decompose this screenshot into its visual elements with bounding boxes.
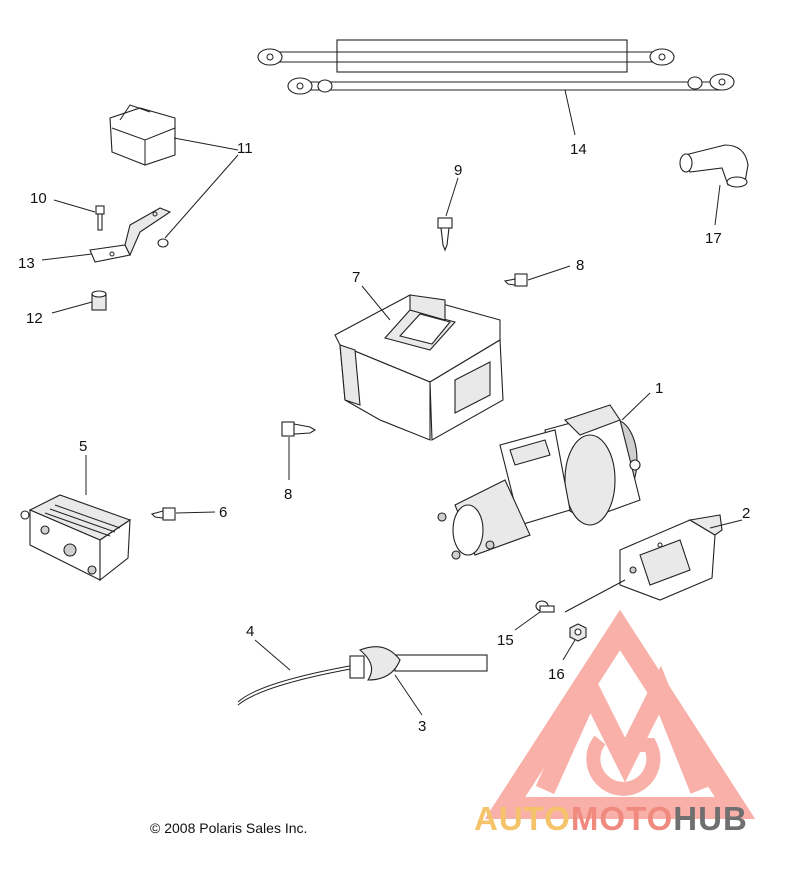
cover-box-part <box>109 104 176 166</box>
bolt-6-part <box>150 507 176 521</box>
winch-cable-part <box>237 664 357 706</box>
brand-part-auto: AUTO <box>474 800 571 837</box>
screw-part <box>95 205 105 231</box>
callout-2: 2 <box>742 505 750 522</box>
callout-13: 13 <box>18 255 35 272</box>
spacer-part <box>91 290 107 311</box>
callout-14: 14 <box>570 141 587 158</box>
callout-1: 1 <box>655 380 663 397</box>
callout-6: 6 <box>219 504 227 521</box>
callout-4: 4 <box>246 623 254 640</box>
callout-8-upper: 8 <box>576 257 584 274</box>
bolt-15-part <box>535 600 555 613</box>
bolt-9-part <box>437 217 453 252</box>
winch-part <box>437 404 641 560</box>
callout-8-lower: 8 <box>284 486 292 503</box>
callout-3: 3 <box>418 718 426 735</box>
small-bracket-part <box>89 207 172 263</box>
copyright-text: © 2008 Polaris Sales Inc. <box>150 820 308 836</box>
callout-12: 12 <box>26 310 43 327</box>
fairlead-bracket-part <box>619 514 723 601</box>
callout-16: 16 <box>548 666 565 683</box>
callout-15: 15 <box>497 632 514 649</box>
bolt-8-upper-part <box>503 273 528 287</box>
mounting-frame-part <box>334 294 504 441</box>
leader-lines <box>41 89 743 716</box>
callout-5: 5 <box>79 438 87 455</box>
hook-strap-part <box>349 646 488 681</box>
contactor-part <box>20 494 132 582</box>
callout-7: 7 <box>352 269 360 286</box>
nut-16-part <box>569 623 587 642</box>
callout-labels: 1 2 3 4 5 6 7 8 8 9 10 11 12 13 14 15 16… <box>18 140 750 735</box>
callout-17: 17 <box>705 230 722 247</box>
elbow-boot-part <box>679 144 749 188</box>
brand-part-hub: HUB <box>673 800 748 837</box>
callout-10: 10 <box>30 190 47 207</box>
bolt-8-left-part <box>281 421 317 437</box>
callout-9: 9 <box>454 162 462 179</box>
watermark-brand-text: AUTOMOTOHUB <box>474 800 748 838</box>
battery-cables-part <box>257 39 735 95</box>
brand-part-moto: MOTO <box>570 800 674 837</box>
watermark-logo-icon <box>484 609 756 819</box>
small-nut-part <box>157 238 169 248</box>
callout-11: 11 <box>237 140 253 157</box>
